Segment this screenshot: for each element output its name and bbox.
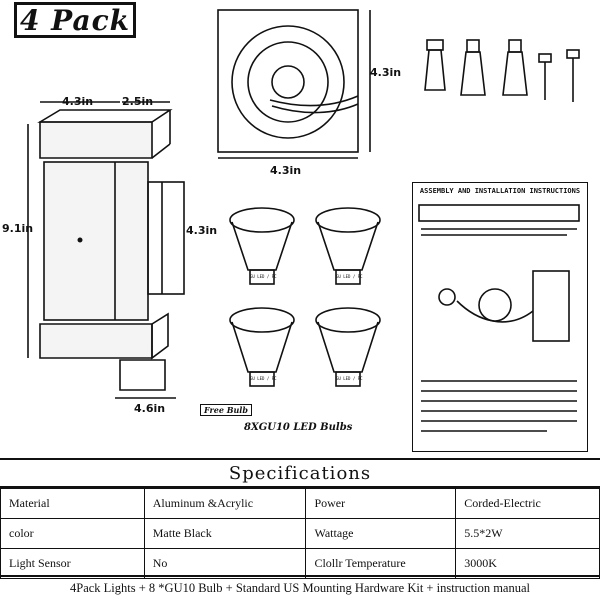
dim-base-depth: 4.6in <box>134 402 166 415</box>
bulb-text: GU LED / FC <box>250 376 277 381</box>
dim-back-height: 4.3in <box>186 224 218 237</box>
fixture-top-cap <box>39 121 153 159</box>
gu10-bulb-icon <box>315 307 381 387</box>
spec-value: Matte Black <box>143 518 307 549</box>
specifications-table: Material Aluminum &Acrylic Power Corded-… <box>0 488 600 579</box>
fixture-bottom-cap <box>39 323 153 359</box>
wire-nut-icon <box>460 39 486 96</box>
gu10-bulb-icon <box>229 307 295 387</box>
spec-value: No <box>143 548 307 579</box>
spec-label: Clollr Temperature <box>305 548 457 579</box>
spec-value: 5.5*2W <box>455 518 600 549</box>
free-bulb-tag: Free Bulb <box>200 404 252 416</box>
screw-icon <box>566 49 580 102</box>
table-row: Material Aluminum &Acrylic Power Corded-… <box>0 488 600 519</box>
fixture-body <box>43 161 149 321</box>
dim-top-width: 4.3in <box>62 95 94 108</box>
dim-height: 9.1in <box>2 222 34 235</box>
instruction-title: ASSEMBLY AND INSTALLATION INSTRUCTIONS <box>419 187 581 195</box>
plate-ring-outer <box>231 25 345 139</box>
gu10-bulb-icon <box>315 207 381 285</box>
spec-label: Power <box>305 488 457 519</box>
mounting-plate-drawing <box>217 9 371 159</box>
specifications-title: Specifications <box>0 458 600 488</box>
spec-label: Wattage <box>305 518 457 549</box>
spec-value: Corded-Electric <box>455 488 600 519</box>
bulb-text: GU LED / FC <box>336 274 363 279</box>
wire-nut-icon <box>502 39 528 96</box>
pack-badge: 4 Pack <box>14 2 136 38</box>
bulbs-drawing <box>229 207 381 387</box>
spec-value: Aluminum &Acrylic <box>143 488 307 519</box>
gu10-bulb-icon <box>229 207 295 285</box>
table-row: color Matte Black Wattage 5.5*2W <box>0 518 600 549</box>
bulb-text: GU LED / FC <box>336 376 363 381</box>
package-contents: 4Pack Lights + 8 *GU10 Bulb + Standard U… <box>0 575 600 600</box>
plate-frame <box>217 9 359 153</box>
fixture-drawing <box>27 101 185 399</box>
hardware-kit-drawing <box>424 39 580 102</box>
bulbs-caption: 8XGU10 LED Bulbs <box>244 422 353 433</box>
plate-ring-inner <box>247 41 329 123</box>
dim-plate-width: 4.3in <box>270 164 302 177</box>
bulb-text: GU LED / FC <box>250 274 277 279</box>
spec-label: Material <box>0 488 145 519</box>
spec-label: color <box>0 518 145 549</box>
dim-top-depth: 2.5in <box>122 95 154 108</box>
spec-label: Light Sensor <box>0 548 145 579</box>
screw-icon <box>538 53 552 100</box>
instruction-manual: ASSEMBLY AND INSTALLATION INSTRUCTIONS <box>412 182 588 452</box>
dim-plate-height: 4.3in <box>370 66 402 79</box>
table-row: Light Sensor No Clollr Temperature 3000K <box>0 548 600 579</box>
wire-nut-icon <box>424 39 446 91</box>
spec-value: 3000K <box>455 548 600 579</box>
